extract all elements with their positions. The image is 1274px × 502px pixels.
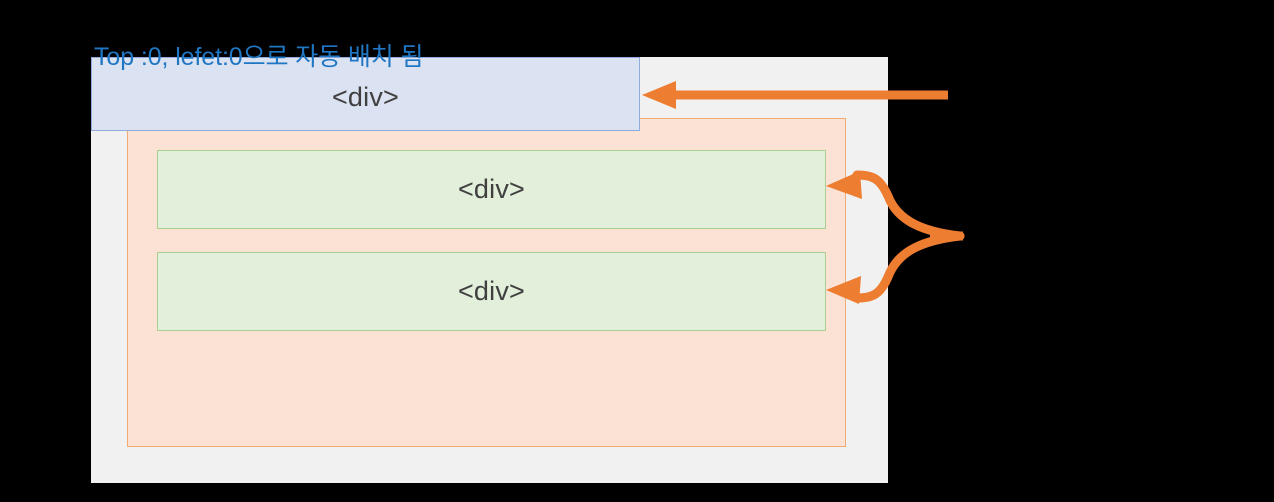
- green-child-div-2: <div>: [157, 252, 826, 331]
- green-div-1-label: <div>: [457, 174, 526, 204]
- green-child-div-1: <div>: [157, 150, 826, 229]
- blue-absolute-div: <div>: [91, 57, 640, 131]
- position-annotation-label: Top :0, lefet:0으로 자동 배치 됨: [94, 43, 424, 71]
- green-div-2-label: <div>: [457, 276, 526, 306]
- blue-div-label: <div>: [331, 82, 400, 112]
